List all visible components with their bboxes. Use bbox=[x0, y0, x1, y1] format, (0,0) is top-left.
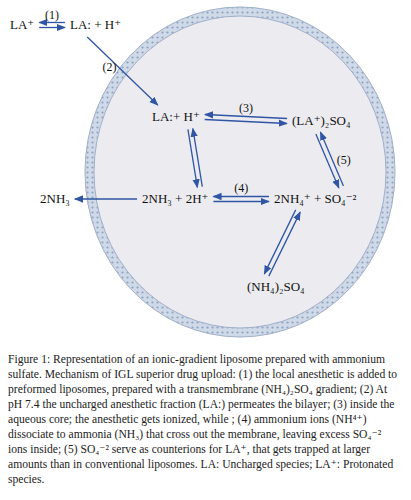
species-node: 2NH₃ + 2H⁺ bbox=[140, 190, 210, 208]
figure-caption: Figure 1: Representation of an ionic-gra… bbox=[8, 352, 403, 487]
species-formula: 2NH₄⁺ + SO₄⁻² bbox=[274, 191, 356, 207]
bilayer-outer-edge bbox=[85, 7, 395, 337]
reaction-arrow bbox=[213, 196, 269, 197]
species-formula: (LA⁺)₂SO₄ bbox=[292, 113, 351, 129]
reaction-arrow bbox=[188, 129, 197, 187]
species-formula: LA:+ H⁺ bbox=[152, 109, 200, 125]
species-formula: (NH₄)₂SO₄ bbox=[247, 279, 305, 295]
step-number: (3) bbox=[239, 101, 253, 116]
reaction-arrow bbox=[264, 210, 295, 274]
reaction-arrow bbox=[205, 115, 287, 119]
aqueous-core bbox=[94, 16, 386, 328]
species-formula: LA⁺ bbox=[10, 17, 34, 33]
reaction-arrow bbox=[193, 129, 202, 187]
species-formula: 2NH₃ bbox=[40, 191, 70, 207]
reaction-arrow bbox=[316, 134, 339, 188]
species-formula: LA: + H⁺ bbox=[70, 17, 121, 33]
step-number: (1) bbox=[45, 8, 59, 23]
species-node: (NH₄)₂SO₄ bbox=[245, 278, 307, 296]
connector-layer bbox=[0, 0, 411, 345]
reaction-arrow bbox=[39, 22, 65, 23]
reaction-arrow bbox=[75, 198, 137, 199]
reaction-arrow bbox=[39, 27, 65, 28]
species-node: 2NH₄⁺ + SO₄⁻² bbox=[272, 190, 358, 208]
reaction-arrow bbox=[205, 119, 287, 123]
species-formula: 2NH₃ + 2H⁺ bbox=[142, 191, 208, 207]
step-number: (2) bbox=[103, 60, 117, 75]
species-node: (LA⁺)₂SO₄ bbox=[290, 112, 353, 130]
reaction-arrow bbox=[269, 212, 300, 276]
reaction-arrow bbox=[213, 201, 269, 202]
species-node: LA: + H⁺ bbox=[68, 16, 123, 34]
species-node: 2NH₃ bbox=[38, 190, 72, 208]
species-node: LA⁺ bbox=[8, 16, 36, 34]
step-number: (5) bbox=[337, 153, 351, 168]
step-number: (4) bbox=[234, 181, 248, 196]
species-node: LA:+ H⁺ bbox=[150, 108, 202, 126]
liposome-illustration bbox=[0, 0, 411, 345]
reaction-arrow bbox=[87, 37, 158, 105]
bilayer-band bbox=[85, 7, 395, 337]
